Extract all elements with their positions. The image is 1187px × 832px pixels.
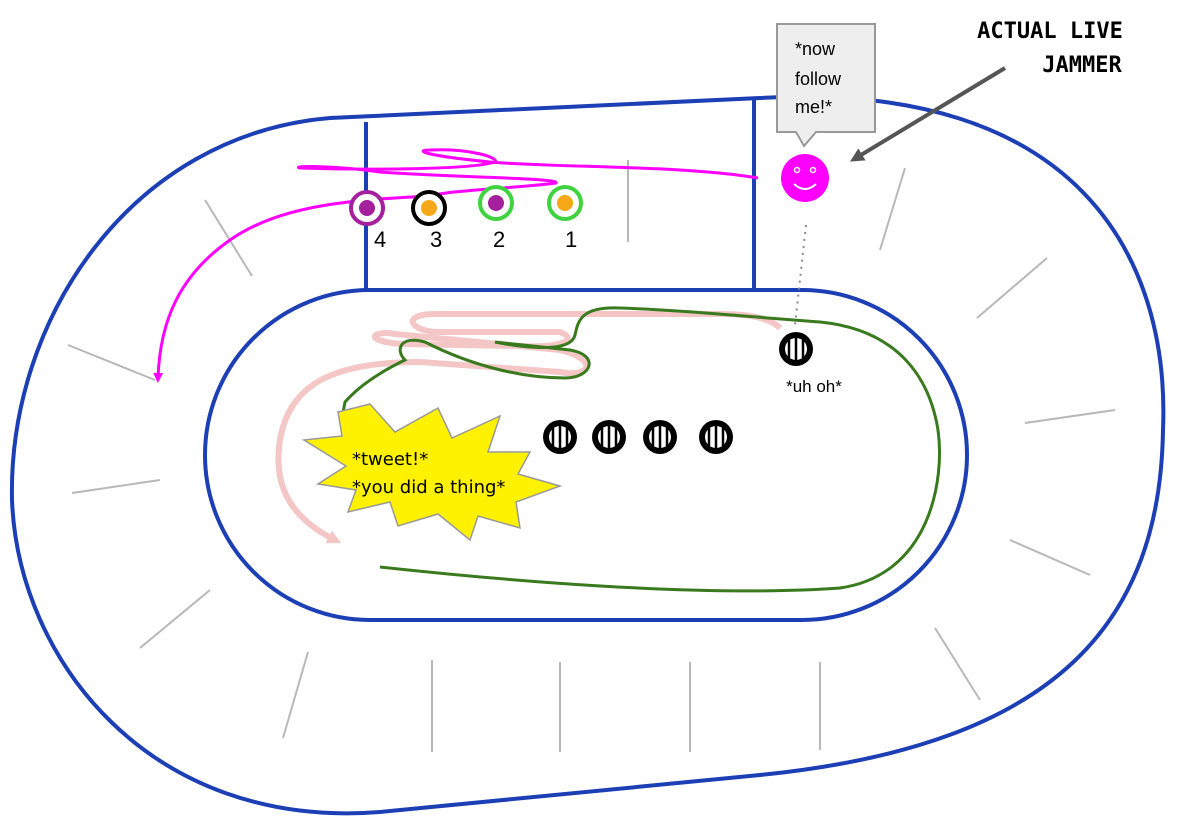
jammer-smiley-icon xyxy=(781,154,829,202)
skater-3 xyxy=(411,190,447,226)
skater-2 xyxy=(478,185,514,221)
pack-blocker-2-icon xyxy=(592,420,626,454)
speech-bubble: *now follow me!* xyxy=(776,23,876,148)
speech-bubble-line-2: follow xyxy=(795,69,842,89)
skater-number-1: 1 xyxy=(565,227,577,252)
annotation-arrow xyxy=(850,66,1007,162)
green-path xyxy=(337,306,941,593)
faded-prior-path xyxy=(275,311,783,544)
skater-number-2: 2 xyxy=(493,227,505,252)
pack-blocker-1-icon xyxy=(543,420,577,454)
annotation-line-2: JAMMER xyxy=(1042,53,1122,78)
pack-blocker-3-icon xyxy=(643,420,677,454)
speech-bubble-line-3: me!* xyxy=(795,97,832,117)
outer-track-boundary xyxy=(9,94,1166,816)
annotation-line-1: ACTUAL LIVE xyxy=(977,19,1123,44)
blocker-uh-oh-icon xyxy=(779,332,813,366)
inner-track-boundary xyxy=(203,288,969,622)
referee-burst: *tweet!* *you did a thing* xyxy=(301,403,563,542)
skater-number-3: 3 xyxy=(430,227,442,252)
blocker-caption: *uh oh* xyxy=(786,377,842,396)
track-tick-marks xyxy=(67,160,1116,752)
speech-bubble-line-1: *now xyxy=(795,39,836,59)
skater-1 xyxy=(547,185,583,221)
jammer-scribble-path xyxy=(153,148,759,383)
skater-number-4: 4 xyxy=(374,227,386,252)
pack-blocker-4-icon xyxy=(699,420,733,454)
referee-burst-line-2: *you did a thing* xyxy=(352,477,505,498)
blocker-pack xyxy=(543,420,733,454)
jammer-blocker-link xyxy=(794,224,807,326)
referee-burst-line-1: *tweet!* xyxy=(352,449,428,470)
skater-4 xyxy=(349,190,385,226)
